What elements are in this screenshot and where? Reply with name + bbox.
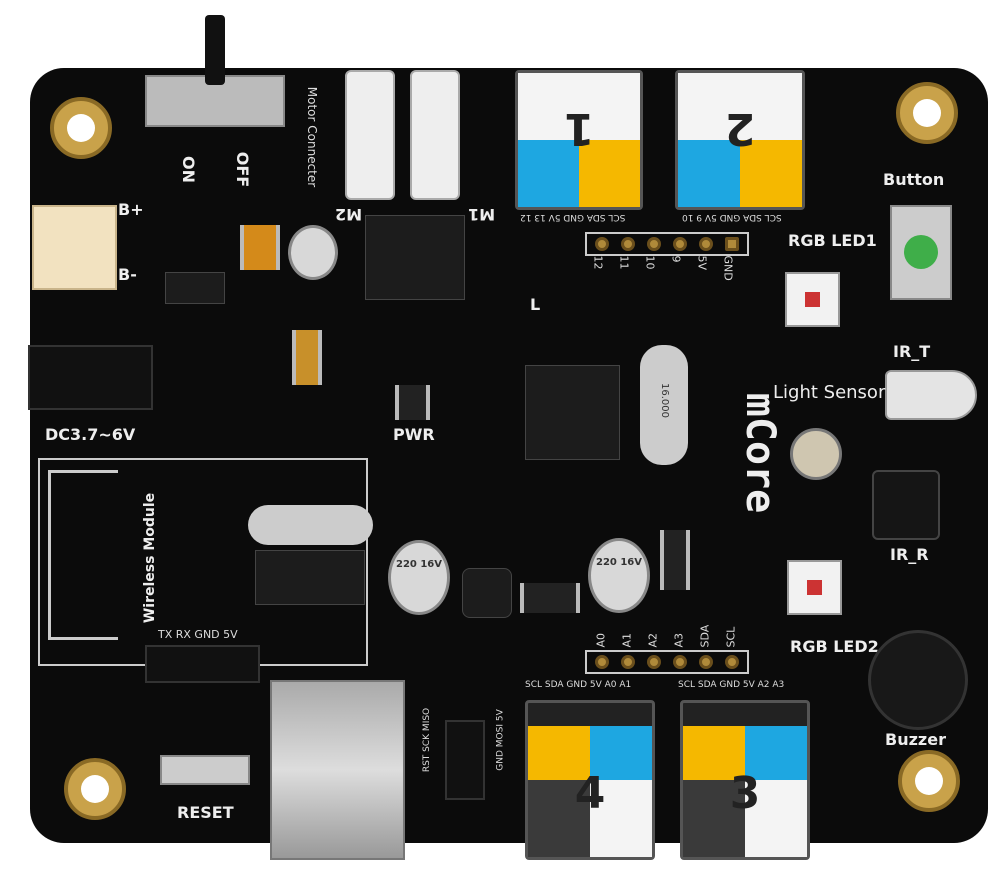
battery-minus-label: B- [118, 265, 137, 284]
crystal-oscillator [248, 505, 373, 545]
ir-receiver-label: IR_R [890, 545, 929, 564]
main-crystal: 16.000 [640, 345, 688, 465]
mounting-hole [64, 758, 126, 820]
digital-header-labels: 12 11 10 9 5V GND [585, 256, 741, 281]
l-led-label: L [530, 295, 541, 314]
microcontroller-chip [525, 365, 620, 460]
port-2[interactable]: 2 [675, 70, 805, 210]
buzzer-label: Buzzer [885, 730, 946, 749]
port-3-pins: SCL SDA GND 5V A2 A3 [678, 680, 785, 690]
port-3[interactable]: 3 [680, 700, 810, 860]
button-label: Button [883, 170, 945, 189]
header-pin-label: SDA [698, 624, 712, 648]
header-pin-label: SCL [724, 626, 738, 648]
motor-driver-chip [365, 215, 465, 300]
isp-bottom-label: GND MOSI 5V [495, 709, 506, 771]
header-pin-label: 9 [669, 255, 683, 263]
motor-connector-label: Motor Connecter [305, 86, 320, 188]
port-4[interactable]: 4 [525, 700, 655, 860]
light-sensor [790, 428, 842, 480]
crystal-label: 16.000 [658, 383, 670, 418]
rgb-led2-label: RGB LED2 [790, 637, 879, 656]
header-pin-label: 5V [695, 255, 709, 271]
antenna-trace [48, 470, 118, 640]
capacitor: 220 16V [388, 540, 450, 615]
button-cap[interactable] [904, 235, 938, 269]
isp-header[interactable] [445, 720, 485, 800]
motor-connector-m2[interactable] [345, 70, 395, 200]
wireless-header[interactable] [145, 645, 260, 683]
header-pin-label: 11 [617, 255, 631, 270]
switch-knob[interactable] [205, 15, 225, 85]
buzzer [868, 630, 968, 730]
digital-header[interactable] [585, 232, 749, 256]
analog-header-labels: A0 A1 A2 A3 SDA SCL [588, 625, 744, 648]
header-pin-label: A1 [620, 632, 634, 648]
wireless-pins-label: TX RX GND 5V [158, 628, 238, 641]
rgb-led-2 [787, 560, 842, 615]
port-number: 2 [724, 103, 756, 154]
mcore-logo: mCore [737, 392, 784, 514]
capacitor: 220 16V [588, 538, 650, 613]
pwr-label: PWR [393, 425, 435, 444]
smd-component [395, 385, 430, 420]
light-sensor-label: Light Sensor [773, 382, 886, 403]
header-pin-label: 12 [591, 255, 605, 270]
usb-port[interactable] [270, 680, 405, 860]
switch-on-label: ON [179, 156, 198, 183]
port-number: 3 [729, 768, 761, 819]
reset-button[interactable] [160, 755, 250, 785]
smd-component [660, 530, 690, 590]
isp-top-label: RST SCK MISO [422, 707, 433, 773]
smd-component [240, 225, 280, 270]
capacitor [288, 225, 338, 280]
onboard-button[interactable] [890, 205, 952, 300]
header-pin-label: A0 [594, 632, 608, 648]
header-pin-label: A2 [646, 632, 660, 648]
header-pin-label: 10 [643, 255, 657, 270]
port-number: 1 [563, 103, 595, 154]
mounting-hole [898, 750, 960, 812]
header-pin-label: GND [721, 255, 735, 281]
battery-connector[interactable] [32, 205, 117, 290]
capacitor-label: 220 16V [595, 557, 642, 568]
capacitor-label: 220 16V [395, 559, 442, 570]
ir-transmitter [885, 370, 977, 420]
mounting-hole [50, 97, 112, 159]
wireless-module-label: Wireless Module [142, 492, 159, 624]
port-4-pins: SCL SDA GND 5V A0 A1 [525, 680, 632, 690]
ir-transmitter-label: IR_T [893, 342, 931, 361]
port-number: 4 [574, 768, 606, 819]
rgb-led-1 [785, 272, 840, 327]
port-2-pins: SCL SDA GND 5V 9 10 [682, 212, 782, 222]
switch-off-label: OFF [233, 151, 253, 188]
header-pin-label: A3 [672, 632, 686, 648]
mcore-board [30, 68, 988, 843]
ir-receiver [872, 470, 940, 540]
reset-label: RESET [177, 803, 234, 822]
rgb-led1-label: RGB LED1 [788, 231, 877, 250]
wireless-chip [255, 550, 365, 605]
motor-connector-m1[interactable] [410, 70, 460, 200]
port-1-pins: SCL SDA GND 5V 13 12 [520, 212, 626, 222]
port-1[interactable]: 1 [515, 70, 643, 210]
inductor [462, 568, 512, 618]
dc-jack[interactable] [28, 345, 153, 410]
mounting-hole [896, 82, 958, 144]
dc-voltage-label: DC3.7~6V [45, 425, 136, 444]
battery-plus-label: B+ [118, 200, 144, 219]
smd-component [292, 330, 322, 385]
smd-component [520, 583, 580, 613]
analog-header[interactable] [585, 650, 749, 674]
smd-component [165, 272, 225, 304]
m2-label: M2 [335, 205, 363, 224]
m1-label: M1 [468, 205, 496, 224]
